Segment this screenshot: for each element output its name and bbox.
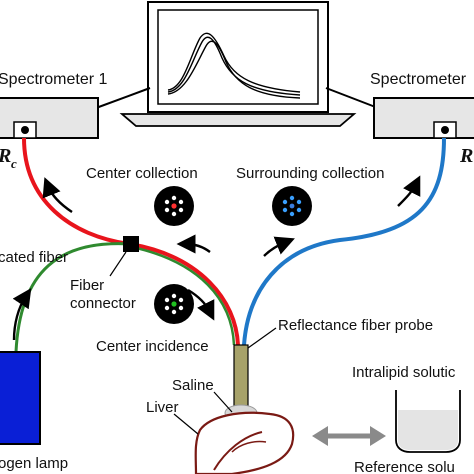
fiber-connector-label-line1: Fiber xyxy=(70,277,104,294)
beaker-icon xyxy=(395,390,461,453)
fiber-bundle-center-red-icon xyxy=(154,186,194,226)
cable-left xyxy=(95,87,151,109)
reflectance-probe xyxy=(233,344,249,414)
saline-label: Saline xyxy=(172,377,214,394)
spectrometer-left-label: Spectrometer 1 xyxy=(0,71,107,88)
halogen-lamp xyxy=(0,351,41,445)
laptop-spectrum-icon xyxy=(119,1,357,127)
spectrometer-left xyxy=(0,97,99,139)
blue-fiber xyxy=(242,137,446,346)
r-surrounding-label: R xyxy=(459,145,473,167)
arrow-blue-up xyxy=(397,175,421,207)
red-fiber-probe-segment xyxy=(129,242,240,346)
reference-solution-label: Reference solu xyxy=(354,459,455,474)
liver-pointer xyxy=(173,413,199,435)
green-fiber xyxy=(14,242,131,353)
cable-right xyxy=(325,87,379,109)
fiber-connector xyxy=(123,236,139,252)
spectrometer-right xyxy=(373,97,474,139)
arrow-center-incidence xyxy=(187,288,215,321)
surrounding-collection-label: Surrounding collection xyxy=(236,165,384,182)
fiber-connector-label-line2: connector xyxy=(70,295,136,312)
probe-pointer xyxy=(247,327,277,349)
liver-label: Liver xyxy=(146,399,179,416)
fiber-bundle-surrounding-blue-icon xyxy=(272,186,312,226)
green-fiber-probe-segment xyxy=(131,245,236,346)
spectrometer-right-label: Spectrometer xyxy=(370,71,467,88)
bifurcated-fiber-label: cated fiber xyxy=(0,249,68,266)
arrow-red-up xyxy=(42,177,73,213)
liver-icon xyxy=(194,411,295,474)
saline-pointer xyxy=(213,391,233,413)
center-collection-label: Center collection xyxy=(86,165,198,182)
arrow-center-collection xyxy=(176,234,211,254)
r-center-subscript: c xyxy=(11,156,17,171)
r-center-label: R xyxy=(0,145,11,167)
fiber-connector-pointer xyxy=(109,251,127,277)
arrow-green-lamp xyxy=(12,288,32,341)
halogen-lamp-label: ogen lamp xyxy=(0,455,68,472)
reflectance-probe-label: Reflectance fiber probe xyxy=(278,317,433,334)
intralipid-label: Intralipid solutic xyxy=(352,364,456,381)
arrow-surrounding-collection xyxy=(263,236,295,257)
red-fiber xyxy=(22,137,131,246)
center-incidence-label: Center incidence xyxy=(96,338,209,355)
fiber-bundle-center-green-icon xyxy=(154,284,194,324)
double-headed-arrow-icon xyxy=(312,426,386,446)
